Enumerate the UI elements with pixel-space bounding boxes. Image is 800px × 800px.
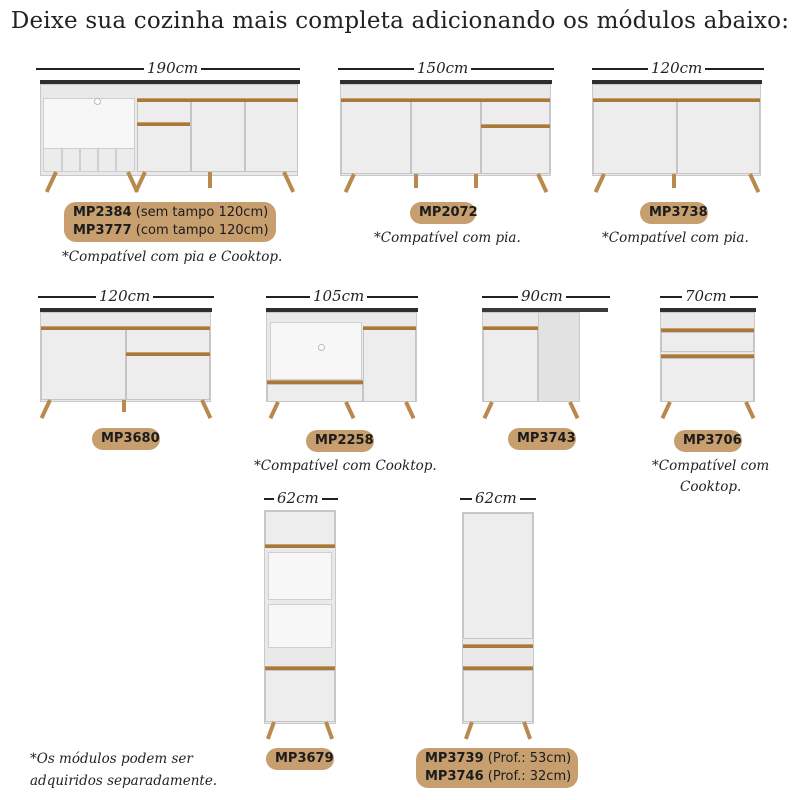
compatibility-note: *Compatível com pia.	[374, 230, 521, 246]
width-dimension: 62cm	[264, 489, 338, 507]
width-label: 70cm	[682, 287, 730, 305]
compatibility-note: *Compatível com pia e Cooktop.	[62, 249, 283, 265]
width-label: 150cm	[414, 59, 472, 77]
module-code-badge: MP3679	[266, 748, 334, 770]
compatibility-note-line1: *Compatível com	[652, 458, 770, 474]
width-dimension: 70cm	[660, 287, 758, 305]
module-code-badge: MP2258	[306, 430, 374, 452]
width-label: 120cm	[648, 59, 706, 77]
width-dimension: 90cm	[482, 287, 610, 305]
width-label: 120cm	[96, 287, 154, 305]
width-dimension: 120cm	[592, 59, 764, 77]
compatibility-note: *Compatível com pia.	[602, 230, 749, 246]
width-dimension: 190cm	[36, 59, 300, 77]
compatibility-note: *Compatível com Cooktop.	[254, 458, 437, 474]
width-dimension: 150cm	[338, 59, 554, 77]
module-code-badge: MP3706	[674, 430, 742, 452]
footer-note-line2: adquiridos separadamente.	[30, 773, 218, 789]
width-label: 90cm	[518, 287, 566, 305]
module-code-badge: MP2072	[410, 202, 478, 224]
footer-note: *Os módulos podem ser adquiridos separad…	[30, 748, 217, 792]
width-label: 105cm	[310, 287, 368, 305]
compatibility-note-line2: Cooktop.	[680, 479, 742, 495]
width-dimension: 105cm	[266, 287, 418, 305]
width-dimension: 62cm	[460, 489, 536, 507]
module-code-badge: MP2384 (sem tampo 120cm) MP3777 (com tam…	[64, 202, 276, 242]
width-label: 62cm	[472, 489, 520, 507]
width-label: 62cm	[274, 489, 322, 507]
module-code-badge: MP3738	[640, 202, 708, 224]
module-code-badge: MP3680	[92, 428, 160, 450]
footer-note-line1: *Os módulos podem ser	[30, 751, 193, 767]
module-code-badge: MP3743	[508, 428, 576, 450]
width-label: 190cm	[144, 59, 202, 77]
width-dimension: 120cm	[38, 287, 214, 305]
module-code-badge: MP3739 (Prof.: 53cm) MP3746 (Prof.: 32cm…	[416, 748, 578, 788]
page-title: Deixe sua cozinha mais completa adiciona…	[10, 8, 790, 34]
